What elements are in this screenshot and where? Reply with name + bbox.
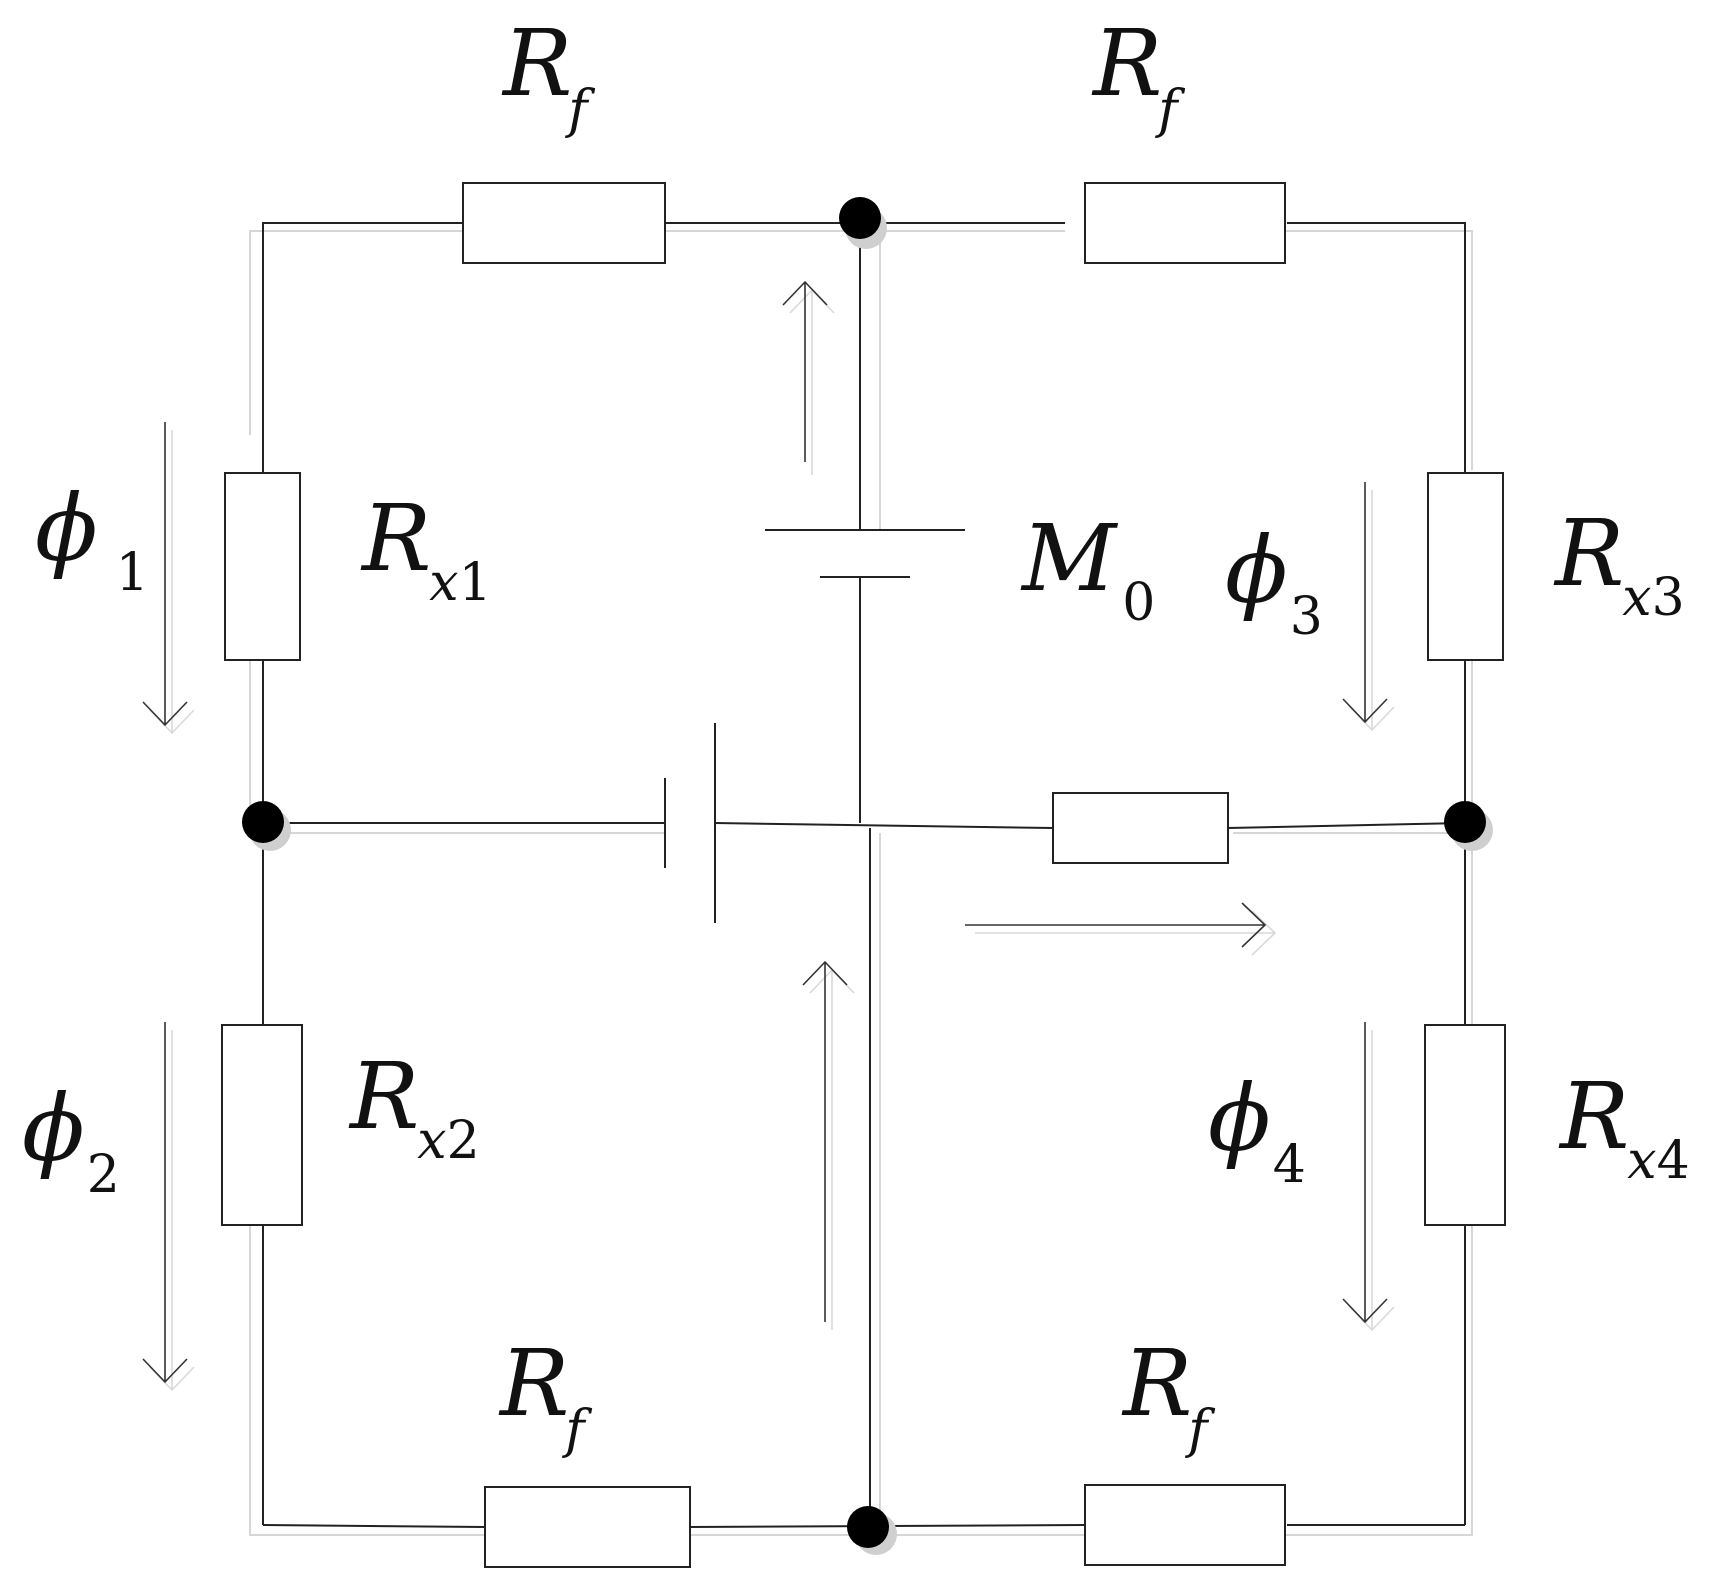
resistor-rf-top-right bbox=[1084, 182, 1286, 264]
label-phi4: ϕ4 bbox=[1208, 1065, 1306, 1195]
node-bottom bbox=[847, 1506, 889, 1548]
node-right bbox=[1444, 801, 1486, 843]
label-rf-bottom-left: Rf bbox=[498, 1330, 592, 1460]
resistor-rf-bottom-right bbox=[1084, 1484, 1286, 1566]
nodes bbox=[242, 197, 1493, 1555]
flux-arrows bbox=[142, 280, 1395, 1392]
resistor-rx1 bbox=[224, 472, 301, 661]
battery-source bbox=[664, 723, 716, 923]
arrow-up-top bbox=[782, 280, 835, 475]
arrow-phi1 bbox=[142, 422, 195, 735]
label-rx3: Rx3 bbox=[1553, 500, 1685, 628]
label-phi2: ϕ2 bbox=[22, 1075, 120, 1205]
node-left bbox=[242, 801, 284, 843]
resistor-rx3 bbox=[1427, 472, 1504, 661]
label-phi3: ϕ3 bbox=[1225, 517, 1323, 647]
resistor-rf-bottom-left bbox=[484, 1486, 691, 1568]
label-rx1: Rx1 bbox=[360, 485, 492, 613]
resistor-rx4 bbox=[1424, 1024, 1506, 1226]
arrow-up-bottom bbox=[802, 960, 855, 1330]
resistor-middle bbox=[1052, 792, 1229, 864]
resistor-rx2 bbox=[221, 1024, 303, 1226]
resistors bbox=[221, 182, 1506, 1568]
mmf-source-m0 bbox=[765, 529, 965, 578]
arrow-phi3 bbox=[1342, 482, 1395, 732]
resistor-rf-top-left bbox=[462, 182, 666, 264]
arrow-phi4 bbox=[1342, 1022, 1395, 1332]
label-rx4: Rx4 bbox=[1558, 1063, 1690, 1191]
label-rf-top-right: Rf bbox=[1091, 10, 1185, 140]
arrow-right-middle bbox=[965, 902, 1277, 956]
arrow-phi2 bbox=[142, 1022, 195, 1392]
label-rx2: Rx2 bbox=[348, 1043, 480, 1171]
wires bbox=[262, 222, 1466, 1528]
label-rf-top-left: Rf bbox=[501, 10, 595, 140]
node-top bbox=[839, 197, 881, 239]
label-rf-bottom-right: Rf bbox=[1121, 1330, 1215, 1460]
